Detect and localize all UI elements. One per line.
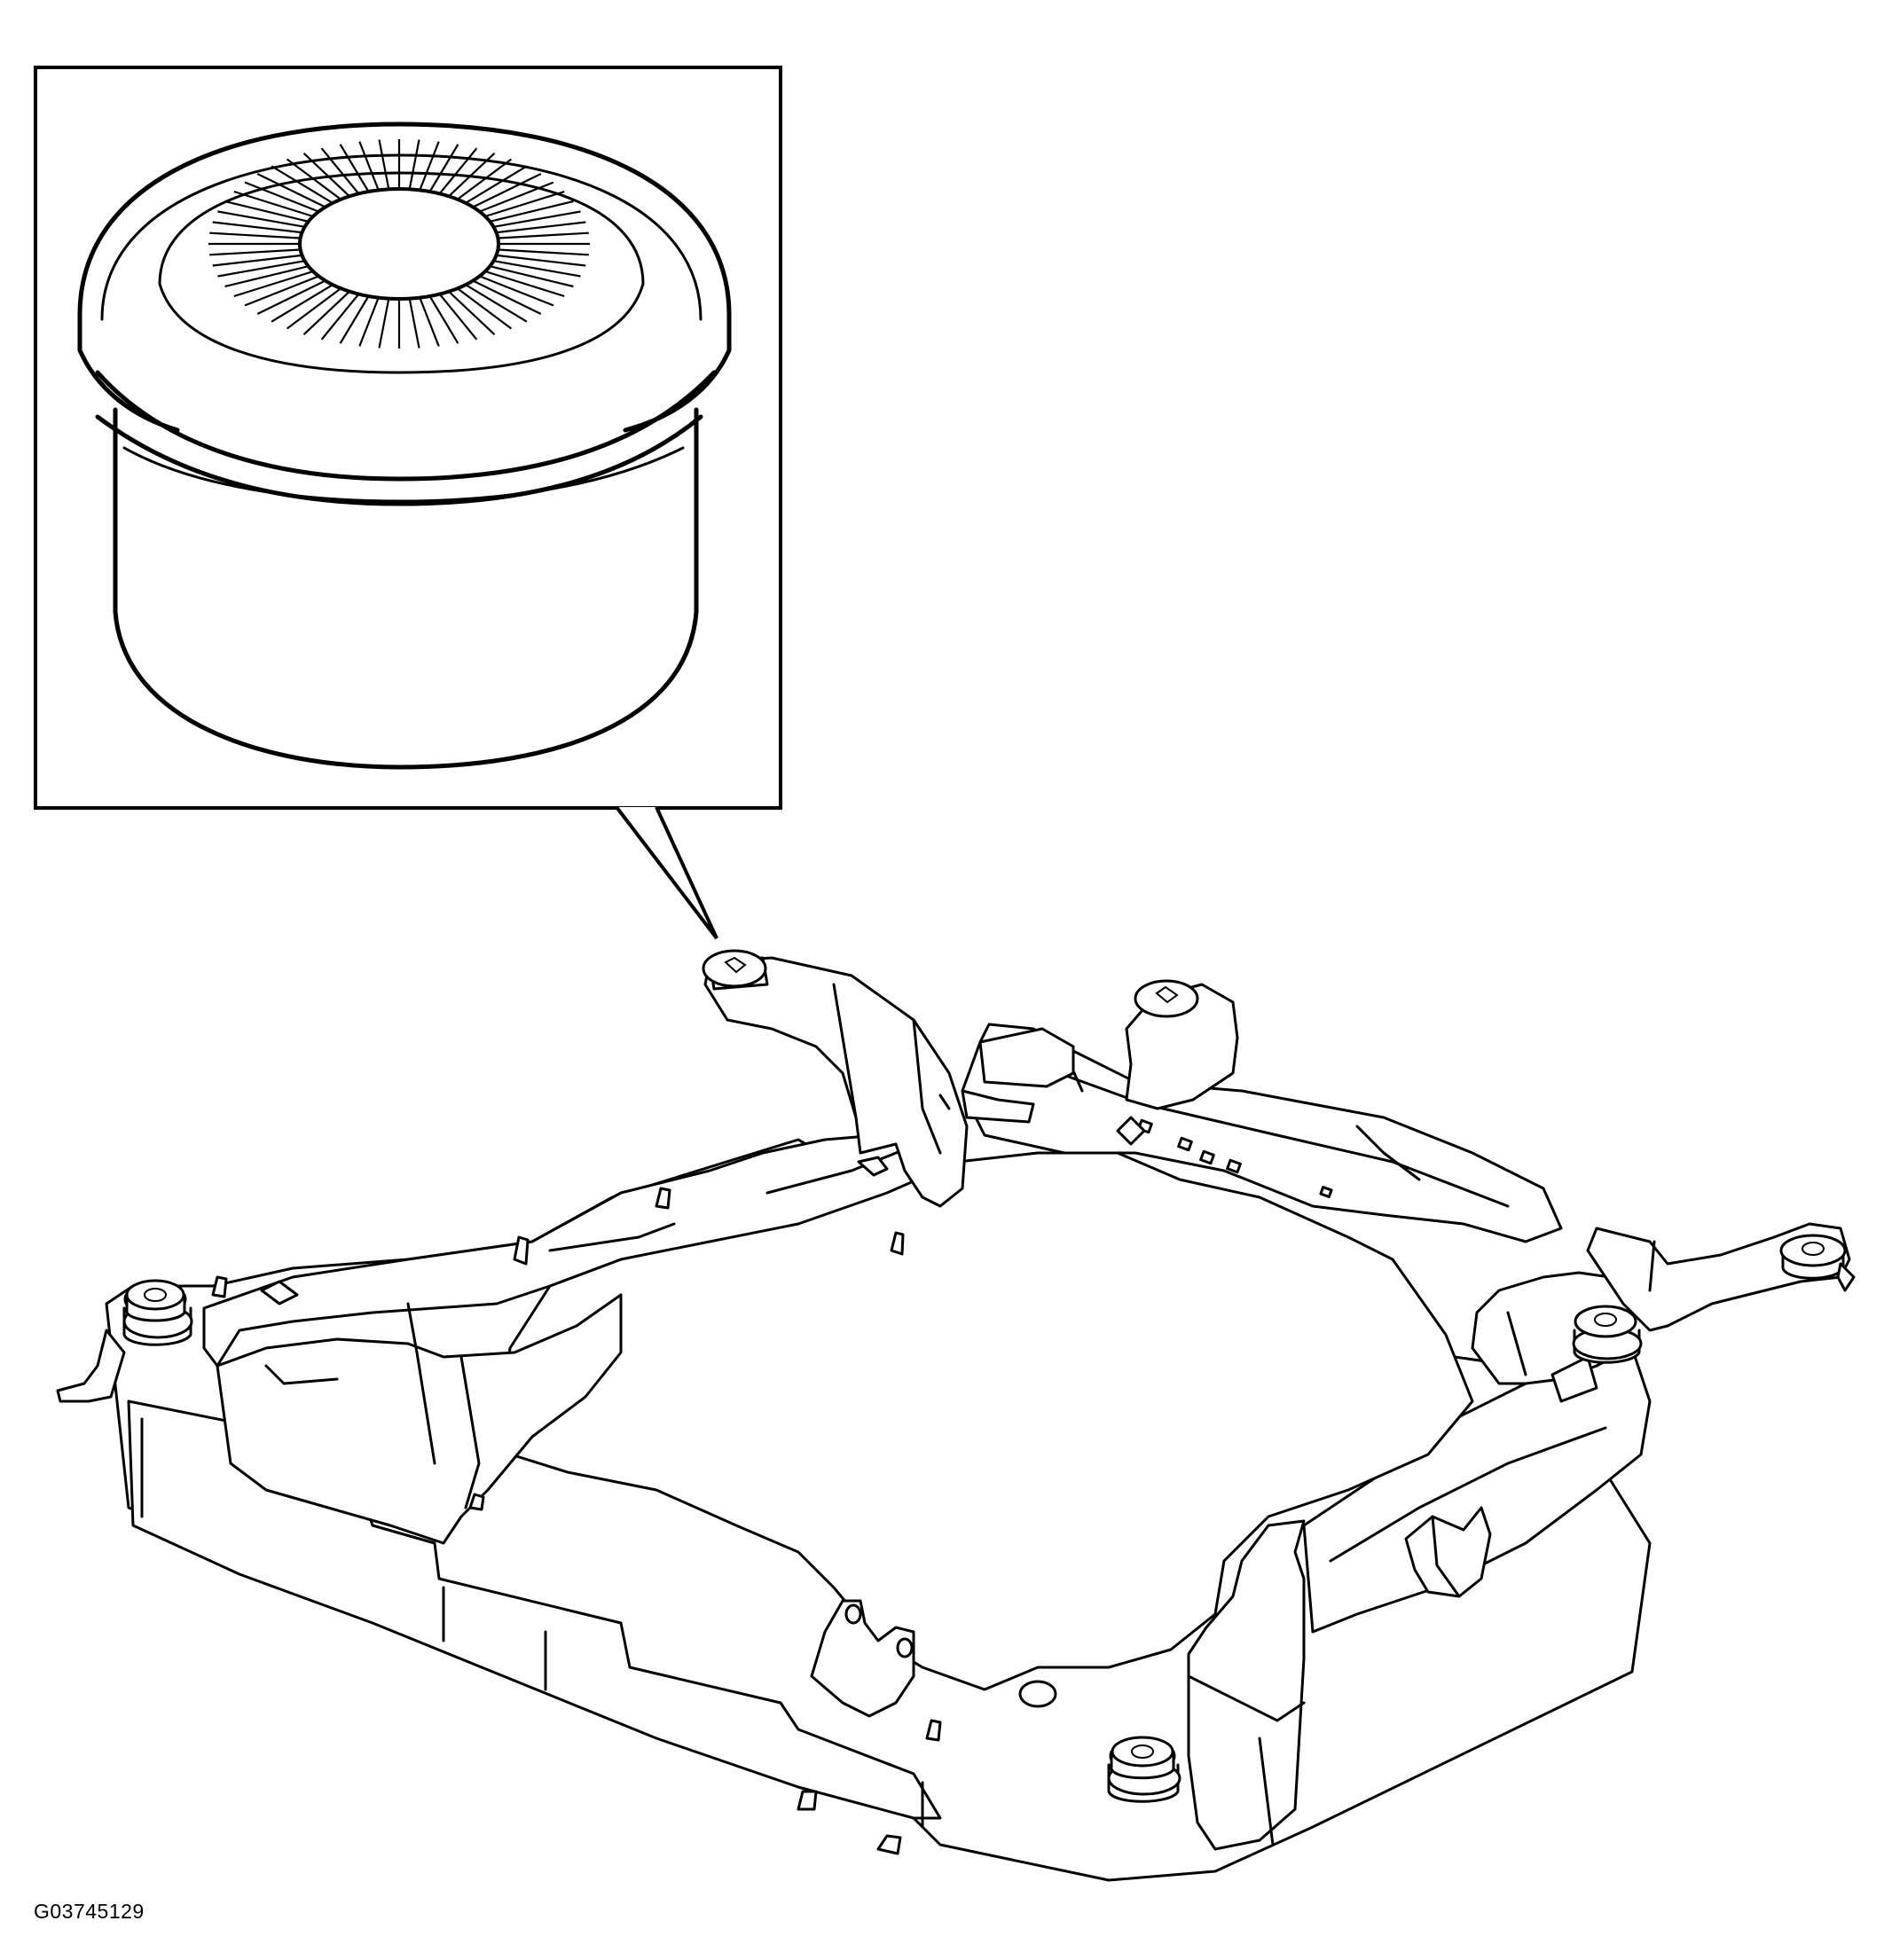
texture-line xyxy=(224,265,309,288)
callout-leader xyxy=(615,805,718,940)
texture-line xyxy=(339,144,370,192)
bushing-mount-right-rear-arm xyxy=(1779,1234,1856,1292)
texture-line xyxy=(320,293,360,341)
texture-line xyxy=(438,147,478,195)
right-side-rail xyxy=(1302,1346,1652,1634)
right-front-corner xyxy=(1187,1519,1306,1851)
texture-line xyxy=(457,287,513,330)
texture-line xyxy=(493,260,581,278)
texture-line xyxy=(484,190,565,218)
figure-id-label: G03745129 xyxy=(34,1900,145,1923)
texture-line xyxy=(358,297,380,347)
texture-line xyxy=(496,221,586,234)
texture-line xyxy=(479,275,554,307)
front-subframe xyxy=(56,949,1856,1882)
texture-line xyxy=(490,265,574,288)
texture-line xyxy=(217,260,305,278)
texture-line xyxy=(256,173,326,208)
texture-line xyxy=(244,181,319,213)
texture-line xyxy=(209,231,301,239)
texture-line xyxy=(339,295,370,344)
texture-line xyxy=(419,141,440,191)
texture-line xyxy=(490,200,574,223)
texture-line xyxy=(472,279,542,315)
texture-line xyxy=(233,270,314,298)
left-tower-arm xyxy=(703,956,969,1208)
texture-line xyxy=(286,287,341,330)
texture-line xyxy=(465,165,528,204)
texture-line xyxy=(209,248,301,256)
texture-line xyxy=(320,147,360,195)
bushing-detail-inset xyxy=(34,66,782,940)
texture-line xyxy=(498,231,589,239)
texture-line xyxy=(419,297,440,347)
left-side-rail xyxy=(202,1098,960,1368)
texture-line xyxy=(479,181,554,213)
left-end-clip xyxy=(56,1329,126,1403)
bushing-center-disk xyxy=(298,187,500,301)
right-rail-bracket xyxy=(1404,1506,1492,1598)
bushing-enlarged xyxy=(77,122,732,770)
texture-line xyxy=(448,152,496,198)
texture-line xyxy=(286,158,341,200)
texture-line xyxy=(224,200,309,223)
bushing-mount-right-middle xyxy=(1572,1305,1643,1364)
left-front-corner xyxy=(216,1293,623,1545)
texture-line xyxy=(212,221,302,234)
texture-line xyxy=(378,298,390,349)
texture-line xyxy=(378,139,390,190)
texture-line xyxy=(408,298,420,349)
texture-line xyxy=(302,152,350,198)
bushing-texture-lines xyxy=(208,139,590,349)
texture-line xyxy=(472,173,542,208)
texture-line xyxy=(465,284,528,323)
texture-line xyxy=(448,290,496,336)
texture-line xyxy=(233,190,314,218)
texture-line xyxy=(484,270,565,298)
texture-line xyxy=(438,293,478,341)
texture-line xyxy=(244,275,319,307)
texture-line xyxy=(271,165,334,204)
texture-line xyxy=(493,210,581,228)
texture-line xyxy=(212,254,302,267)
bushing-mount-rear-right xyxy=(1134,979,1199,1018)
texture-line xyxy=(457,158,513,200)
center-bracket xyxy=(810,1599,915,1718)
rear-crossmember xyxy=(961,1023,1563,1243)
texture-line xyxy=(408,139,420,190)
texture-line xyxy=(428,295,459,344)
texture-line xyxy=(217,210,305,228)
texture-line xyxy=(302,290,350,336)
texture-line xyxy=(496,254,586,267)
texture-line xyxy=(358,141,380,191)
bushing-mount-front-left xyxy=(122,1279,193,1346)
texture-line xyxy=(428,144,459,192)
texture-line xyxy=(256,279,326,315)
bushing-mount-rear-left xyxy=(702,949,767,988)
texture-line xyxy=(271,284,334,323)
bushing-mount-front-right xyxy=(1107,1736,1181,1803)
texture-line xyxy=(498,248,589,256)
